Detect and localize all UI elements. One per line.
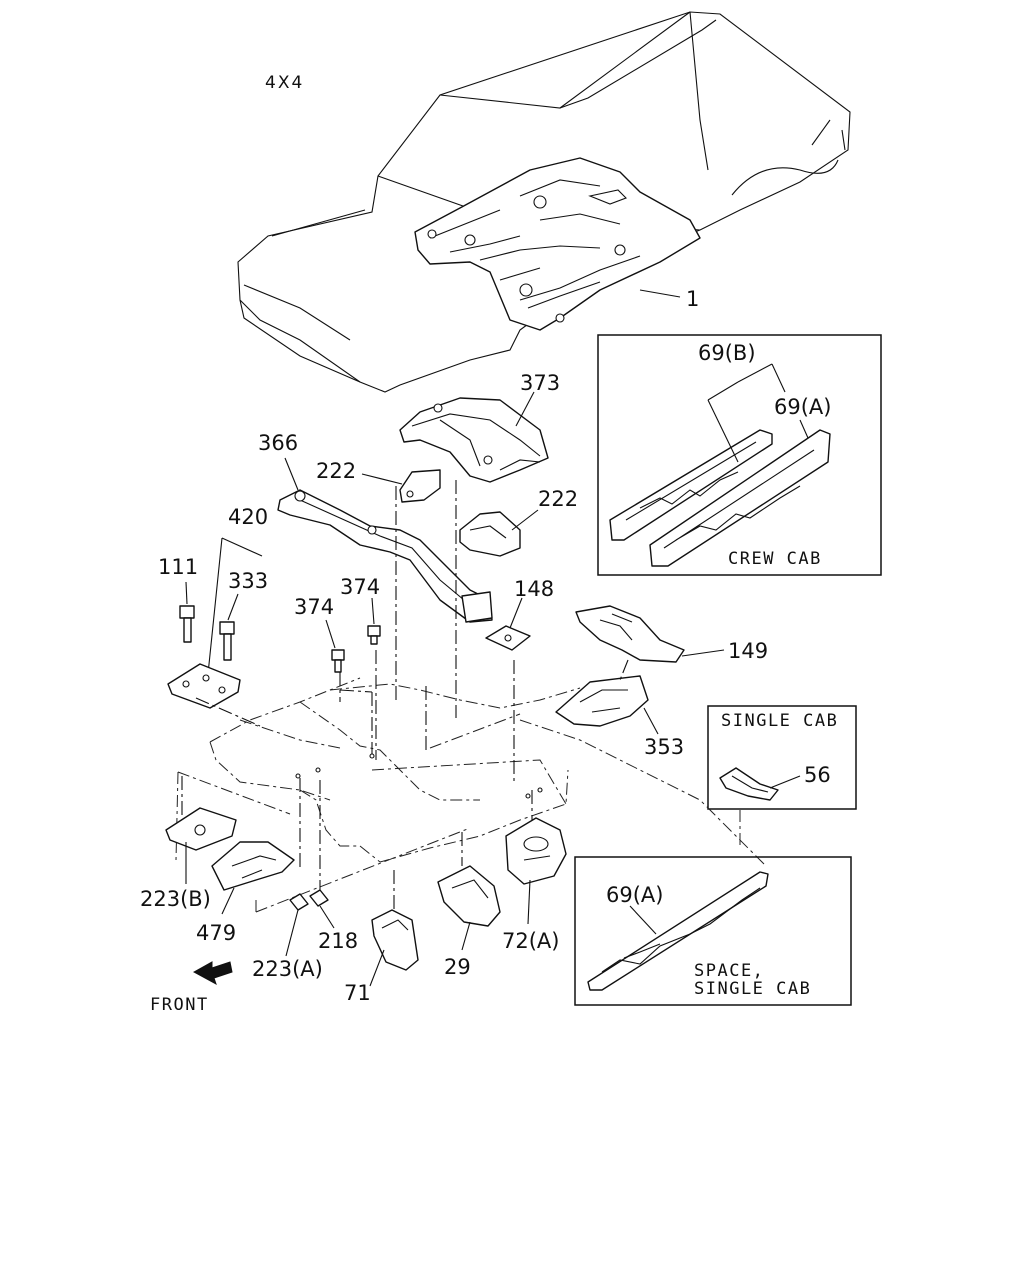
crew-cab-inset: 69(B) 69(A) CREW CAB — [597, 334, 882, 576]
callout-353: 353 — [644, 735, 684, 759]
callout-69b: 69(B) — [698, 341, 756, 365]
bracket-222-lower — [459, 511, 521, 557]
tunnel-bracket-373 — [399, 397, 549, 483]
callout-333: 333 — [228, 569, 268, 593]
single-cab-caption: SINGLE CAB — [721, 711, 838, 731]
front-arrow-icon — [192, 961, 233, 986]
callout-366: 366 — [258, 431, 298, 455]
space-caption-line2: SINGLE CAB — [694, 979, 811, 999]
callout-111: 111 — [158, 555, 198, 579]
callout-222-lower: 222 — [538, 487, 578, 511]
stud-374-right — [367, 625, 381, 645]
callout-56: 56 — [804, 763, 831, 787]
callout-479: 479 — [196, 921, 236, 945]
mount-72a — [505, 817, 567, 885]
space-caption-line1: SPACE, — [694, 961, 764, 981]
callout-29: 29 — [444, 955, 471, 979]
stud-374-left — [331, 649, 345, 673]
callout-223b: 223(B) — [140, 887, 211, 911]
plate-148 — [485, 625, 531, 651]
bracket-222-upper — [399, 469, 441, 503]
bracket-353 — [555, 675, 649, 727]
truck-body-outline — [237, 11, 851, 393]
bolt-111 — [179, 605, 195, 643]
callout-69a-space: 69(A) — [606, 883, 663, 907]
bracket-29 — [437, 865, 501, 927]
callout-222-upper: 222 — [316, 459, 356, 483]
callout-373: 373 — [520, 371, 560, 395]
callout-223a: 223(A) — [252, 957, 323, 981]
callout-1: 1 — [686, 287, 699, 311]
callout-374-left: 374 — [294, 595, 334, 619]
callout-420: 420 — [228, 505, 268, 529]
callout-72a: 72(A) — [502, 929, 559, 953]
clip-218 — [309, 889, 329, 907]
mount-bracket-420 — [167, 663, 241, 709]
clip-223a — [289, 893, 309, 911]
callout-149: 149 — [728, 639, 768, 663]
ghost-frame-assembly — [175, 480, 765, 913]
callout-218: 218 — [318, 929, 358, 953]
floor-pan-part — [414, 157, 701, 331]
single-cab-inset: SINGLE CAB 56 — [707, 705, 857, 810]
front-label: FRONT — [150, 995, 209, 1015]
bracket-479 — [211, 841, 295, 891]
bracket-149 — [575, 605, 685, 663]
callout-374-right: 374 — [340, 575, 380, 599]
callout-148: 148 — [514, 577, 554, 601]
crew-cab-caption: CREW CAB — [728, 549, 822, 569]
leader-1 — [639, 289, 681, 298]
callout-69a-crew: 69(A) — [774, 395, 831, 419]
mount-71 — [371, 909, 419, 971]
plate-223b — [165, 807, 237, 851]
bolt-333 — [219, 621, 235, 661]
drive-variant-label: 4X4 — [265, 73, 304, 93]
space-single-cab-inset: 69(A) SPACE, SINGLE CAB — [574, 856, 852, 1006]
callout-71: 71 — [344, 981, 371, 1005]
